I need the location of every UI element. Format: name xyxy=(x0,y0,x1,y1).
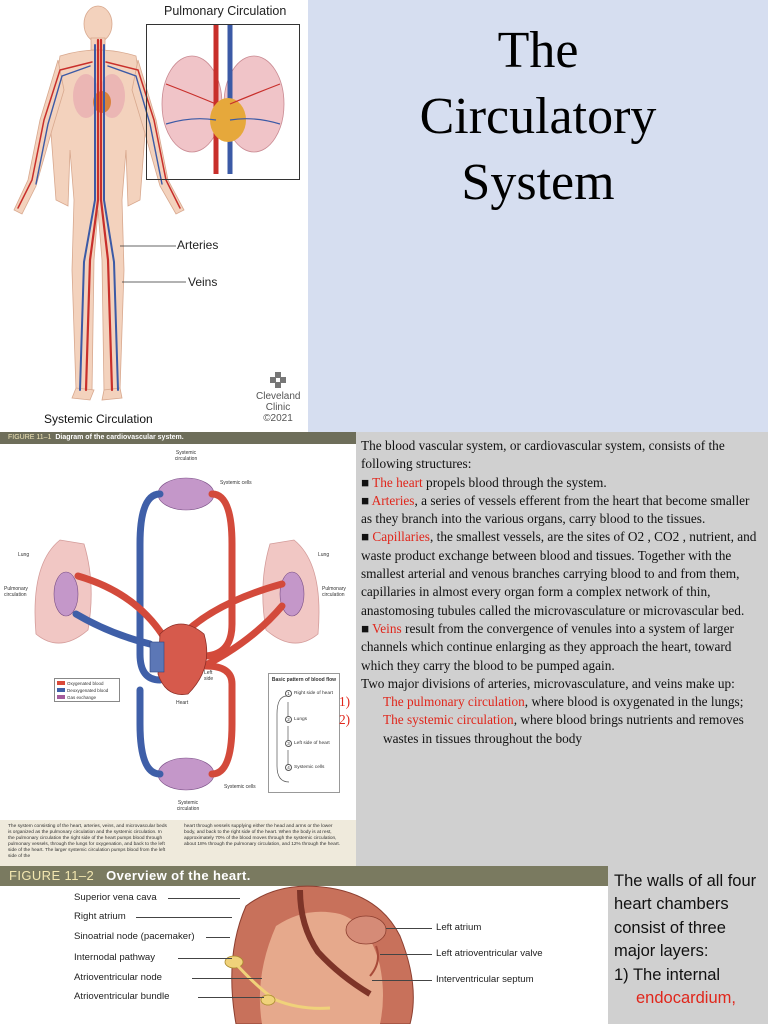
bullet-veins: ■ Veins result from the convergence of v… xyxy=(361,620,734,673)
legend-item-deoxygenated: Deoxygenated blood xyxy=(57,687,117,693)
title-line-3: System xyxy=(461,154,615,211)
label-right-atrium: Right atrium xyxy=(74,911,126,922)
list-item-systemic: 2)The systemic circulation, where blood … xyxy=(339,712,744,746)
leader-line xyxy=(168,898,240,899)
pulmonary-inset-frame xyxy=(146,24,300,180)
bullet-heart: ■ The heart propels blood through the sy… xyxy=(361,474,607,490)
leader-line xyxy=(206,937,230,938)
figure-number: FIGURE 11–1 xyxy=(8,434,52,441)
term-capillaries: Capillaries xyxy=(372,529,430,545)
label-systemic-cells-bottom: Systemic cells xyxy=(224,784,256,790)
title-panel: The Circulatory System xyxy=(308,0,768,432)
anatomy-illustration-panel: Pulmonary Circulation Arteries Veins Sys… xyxy=(0,0,308,432)
figure-caption-text: Diagram of the cardiovascular system. xyxy=(55,434,184,441)
label-heart: Heart xyxy=(176,700,189,706)
cleveland-clinic-icon xyxy=(270,372,286,388)
flow-loop-arrows xyxy=(276,695,290,783)
leader-line xyxy=(372,980,432,981)
bullet-capillaries: ■ Capillaries, the smallest vessels, are… xyxy=(361,529,757,618)
title-line-2: Circulatory xyxy=(419,88,657,145)
legend-swatch-deoxygenated xyxy=(57,688,65,692)
heart-walls-text: The walls of all four heart chambers con… xyxy=(614,870,764,1010)
slide-title: The Circulatory System xyxy=(308,18,768,216)
veins-label: Veins xyxy=(188,275,218,289)
label-sinoatrial-node: Sinoatrial node (pacemaker) xyxy=(74,931,195,942)
leader-line xyxy=(178,958,232,959)
list-item-pulmonary: 1)The pulmonary circulation, where blood… xyxy=(339,694,744,710)
arteries-label: Arteries xyxy=(177,238,219,252)
body-text: The blood vascular system, or cardiovasc… xyxy=(339,437,763,748)
term-systemic-circulation: The systemic circulation xyxy=(383,712,514,728)
cleveland-clinic-logo: Cleveland Clinic ©2021 xyxy=(256,372,300,424)
label-systemic-circulation-bottom: Systemic circulation xyxy=(176,800,200,812)
label-interventricular-septum: Interventricular septum xyxy=(436,974,534,985)
blood-flow-title: Basic pattern of blood flow xyxy=(271,677,337,683)
logo-line-2: Clinic xyxy=(265,402,291,413)
title-line-1: The xyxy=(497,22,579,79)
label-left-side: Left side xyxy=(204,670,214,682)
leader-line xyxy=(136,917,232,918)
label-pulmonary-circulation-left: Pulmonary circulation xyxy=(4,586,28,598)
logo-line-3: ©2021 xyxy=(263,413,293,424)
legend-swatch-gas-exchange xyxy=(57,695,65,699)
legend-item-gas-exchange: Gas exchange xyxy=(57,694,117,700)
cardiovascular-text-panel: The blood vascular system, or cardiovasc… xyxy=(339,432,768,866)
figure-caption: FIGURE 11–1 Diagram of the cardiovascula… xyxy=(8,432,184,444)
figure-2-number: FIGURE 11–2 xyxy=(9,868,95,883)
label-internodal-pathway: Internodal pathway xyxy=(74,952,156,963)
label-atrioventricular-bundle: Atrioventricular bundle xyxy=(74,991,170,1002)
leader-line xyxy=(192,978,262,979)
term-endocardium: endocardium, xyxy=(636,989,736,1008)
figure-footnote: The system consisting of the heart, arte… xyxy=(0,820,356,866)
heart-walls-text-panel: The walls of all four heart chambers con… xyxy=(608,866,768,1024)
term-arteries: Arteries xyxy=(371,492,415,508)
label-left-atrioventricular-valve: Left atrioventricular valve xyxy=(436,948,543,959)
footnote-left: The system consisting of the heart, arte… xyxy=(8,824,167,859)
logo-line-1: Cleveland xyxy=(256,391,301,402)
term-heart: The heart xyxy=(372,474,423,490)
systemic-circulation-label: Systemic Circulation xyxy=(44,412,153,426)
bullet-arteries: ■ Arteries, a series of vessels efferent… xyxy=(361,492,750,527)
figure-2-caption: FIGURE 11–2 Overview of the heart. xyxy=(9,867,251,885)
label-pulmonary-circulation-right: Pulmonary circulation xyxy=(322,586,346,598)
footnote-right: heart through vessels supplying either t… xyxy=(184,824,341,847)
label-systemic-cells-top: Systemic cells xyxy=(220,480,252,486)
intro-paragraph: The blood vascular system, or cardiovasc… xyxy=(361,438,725,472)
label-lung-left: Lung xyxy=(18,552,30,558)
leader-line xyxy=(380,954,432,955)
divisions-paragraph: Two major divisions of arteries, microva… xyxy=(361,675,735,691)
label-systemic-circulation-top: Systemic circulation xyxy=(174,450,198,462)
cardiovascular-diagram-panel: FIGURE 11–1 Diagram of the cardiovascula… xyxy=(0,432,356,866)
term-pulmonary-circulation: The pulmonary circulation xyxy=(383,694,525,710)
walls-intro: The walls of all four heart chambers con… xyxy=(614,872,757,961)
term-veins: Veins xyxy=(372,620,402,636)
legend: Oxygenated blood Deoxygenated blood Gas … xyxy=(54,678,120,702)
heart-illustration xyxy=(224,885,414,1024)
heart-overview-panel: FIGURE 11–2 Overview of the heart. Super… xyxy=(0,866,608,1024)
legend-item-oxygenated: Oxygenated blood xyxy=(57,680,117,686)
legend-swatch-oxygenated xyxy=(57,681,65,685)
label-superior-vena-cava: Superior vena cava xyxy=(74,892,157,903)
label-left-atrium: Left atrium xyxy=(436,922,482,933)
figure-header-bar: FIGURE 11–1 Diagram of the cardiovascula… xyxy=(0,432,356,444)
label-lung-right: Lung xyxy=(318,552,330,558)
figure-body: Systemic circulation Systemic cells Lung… xyxy=(0,444,356,822)
pulmonary-circulation-label: Pulmonary Circulation xyxy=(164,4,287,18)
body-circulation-illustration xyxy=(13,5,285,401)
leader-line xyxy=(198,997,264,998)
figure-2-header-bar: FIGURE 11–2 Overview of the heart. xyxy=(0,866,608,886)
figure-2-caption-text: Overview of the heart. xyxy=(106,868,251,883)
walls-list-item: 1) The internal xyxy=(614,965,721,984)
cardiovascular-diagram xyxy=(34,477,320,791)
label-atrioventricular-node: Atrioventricular node xyxy=(74,972,162,983)
leader-line xyxy=(386,928,432,929)
